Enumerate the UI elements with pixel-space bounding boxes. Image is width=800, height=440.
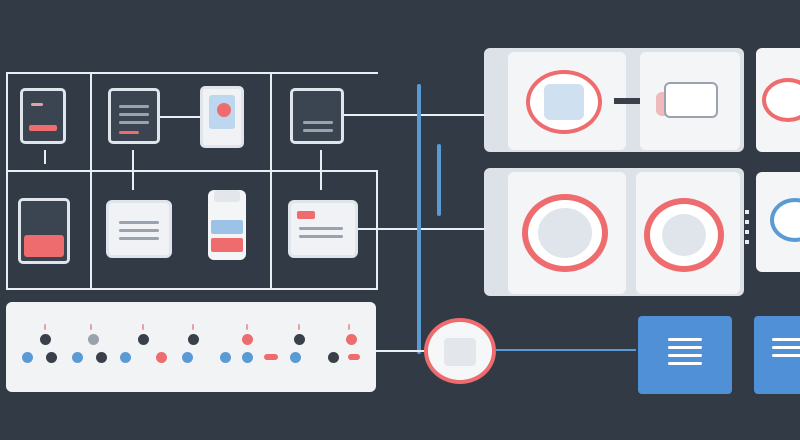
dot-blue-6 (242, 352, 253, 363)
grid-top-line (6, 72, 378, 74)
right-edge-card-top[interactable] (756, 48, 800, 152)
connector-card-right (358, 228, 498, 230)
card-icon-line-2 (299, 235, 343, 238)
list-icon[interactable] (108, 88, 160, 144)
tick-1 (44, 324, 46, 330)
blue-list-line-3 (668, 354, 702, 357)
chart-icon[interactable] (290, 88, 344, 144)
grid-col2-line (270, 72, 272, 290)
list-card-icon[interactable] (640, 52, 740, 150)
tick-4 (192, 324, 194, 330)
blue-list-tile-2[interactable] (754, 316, 800, 394)
disc-icon-label (444, 338, 476, 366)
battery-icon-fill (24, 235, 64, 257)
disc-card-ring-1 (522, 194, 608, 272)
right-edge-ring-mid (770, 198, 800, 242)
document-icon-line (31, 103, 43, 106)
card-icon-flag (297, 211, 315, 219)
chart-icon-line-1 (303, 121, 333, 124)
blue-list2-line-3 (772, 354, 800, 357)
grid-bottom-line (6, 288, 378, 290)
tablet-icon[interactable] (200, 86, 244, 148)
connector-vertical-1 (44, 150, 46, 164)
blue-list2-line-1 (772, 338, 800, 341)
dot-blue-2 (72, 352, 83, 363)
blue-list-line-2 (668, 346, 702, 349)
dot-dark-4 (138, 334, 149, 345)
vertical-blue-bar-2 (437, 144, 441, 216)
connector-gauge (614, 98, 646, 104)
dot-red-3 (346, 334, 357, 345)
dash-red-1 (264, 354, 278, 360)
dot-dark-5 (188, 334, 199, 345)
dot-dark-2 (46, 352, 57, 363)
dot-grey-1 (88, 334, 99, 345)
tick-7 (348, 324, 350, 330)
chart-icon-line-2 (303, 129, 333, 132)
bottle-icon-cap (214, 190, 240, 202)
disc-card-icon-1[interactable] (508, 172, 626, 294)
connector-vertical-2 (132, 150, 134, 190)
dot-dark-3 (96, 352, 107, 363)
dot-blue-4 (182, 352, 193, 363)
connector-disc-right (496, 349, 636, 351)
battery-icon[interactable] (18, 198, 70, 264)
blue-list-line-1 (668, 338, 702, 341)
list-icon-line-1 (119, 105, 149, 108)
connector-panel-to-disc (376, 350, 430, 352)
tick-2 (90, 324, 92, 330)
vertical-blue-bar-1 (417, 84, 421, 354)
disc-card-inner-2 (662, 214, 706, 256)
document-icon-bar (29, 125, 57, 131)
dot-blue-1 (22, 352, 33, 363)
disc-icon[interactable] (424, 318, 496, 384)
right-edge-card-mid[interactable] (756, 172, 800, 272)
grid-middle-line (6, 170, 378, 172)
list-icon-accent (119, 131, 139, 134)
tick-6 (298, 324, 300, 330)
blue-list2-line-2 (772, 346, 800, 349)
dot-dark-1 (40, 334, 51, 345)
connector-vertical-3 (320, 150, 322, 190)
right-edge-ticks (745, 210, 749, 250)
list-icon-line-3 (119, 121, 149, 124)
list-card-icon-screen (664, 82, 718, 118)
card-icon[interactable] (288, 200, 358, 258)
dot-blue-5 (220, 352, 231, 363)
dot-red-2 (242, 334, 253, 345)
disc-card-inner-1 (538, 208, 592, 258)
dash-red-2 (348, 354, 360, 360)
tablet-icon-dot (217, 103, 231, 117)
blue-list-tile-1[interactable] (638, 316, 732, 394)
folder-icon-line-2 (119, 229, 159, 232)
right-edge-ring-top (762, 78, 800, 122)
dot-red-1 (156, 352, 167, 363)
tick-3 (142, 324, 144, 330)
dot-blue-7 (290, 352, 301, 363)
dot-blue-3 (120, 352, 131, 363)
list-icon-line-2 (119, 113, 149, 116)
disc-card-icon-2[interactable] (636, 172, 740, 294)
folder-icon[interactable] (106, 200, 172, 258)
bottle-icon-base (211, 238, 243, 252)
dot-dark-7 (328, 352, 339, 363)
folder-icon-line-1 (119, 221, 159, 224)
folder-icon-line-3 (119, 237, 159, 240)
connector-list-tablet (160, 116, 200, 118)
gauge-icon[interactable] (508, 52, 626, 150)
blue-list-line-4 (668, 362, 702, 365)
grid-right-line (376, 172, 378, 290)
bottle-icon[interactable] (208, 190, 246, 260)
grid-left-line (6, 72, 8, 290)
dot-dark-6 (294, 334, 305, 345)
bottle-icon-band (211, 220, 243, 234)
tick-5 (246, 324, 248, 330)
gauge-icon-face (544, 84, 584, 120)
card-icon-line-1 (299, 227, 343, 230)
grid-col1-line (90, 72, 92, 290)
document-icon[interactable] (20, 88, 66, 144)
dots-panel (6, 302, 376, 392)
